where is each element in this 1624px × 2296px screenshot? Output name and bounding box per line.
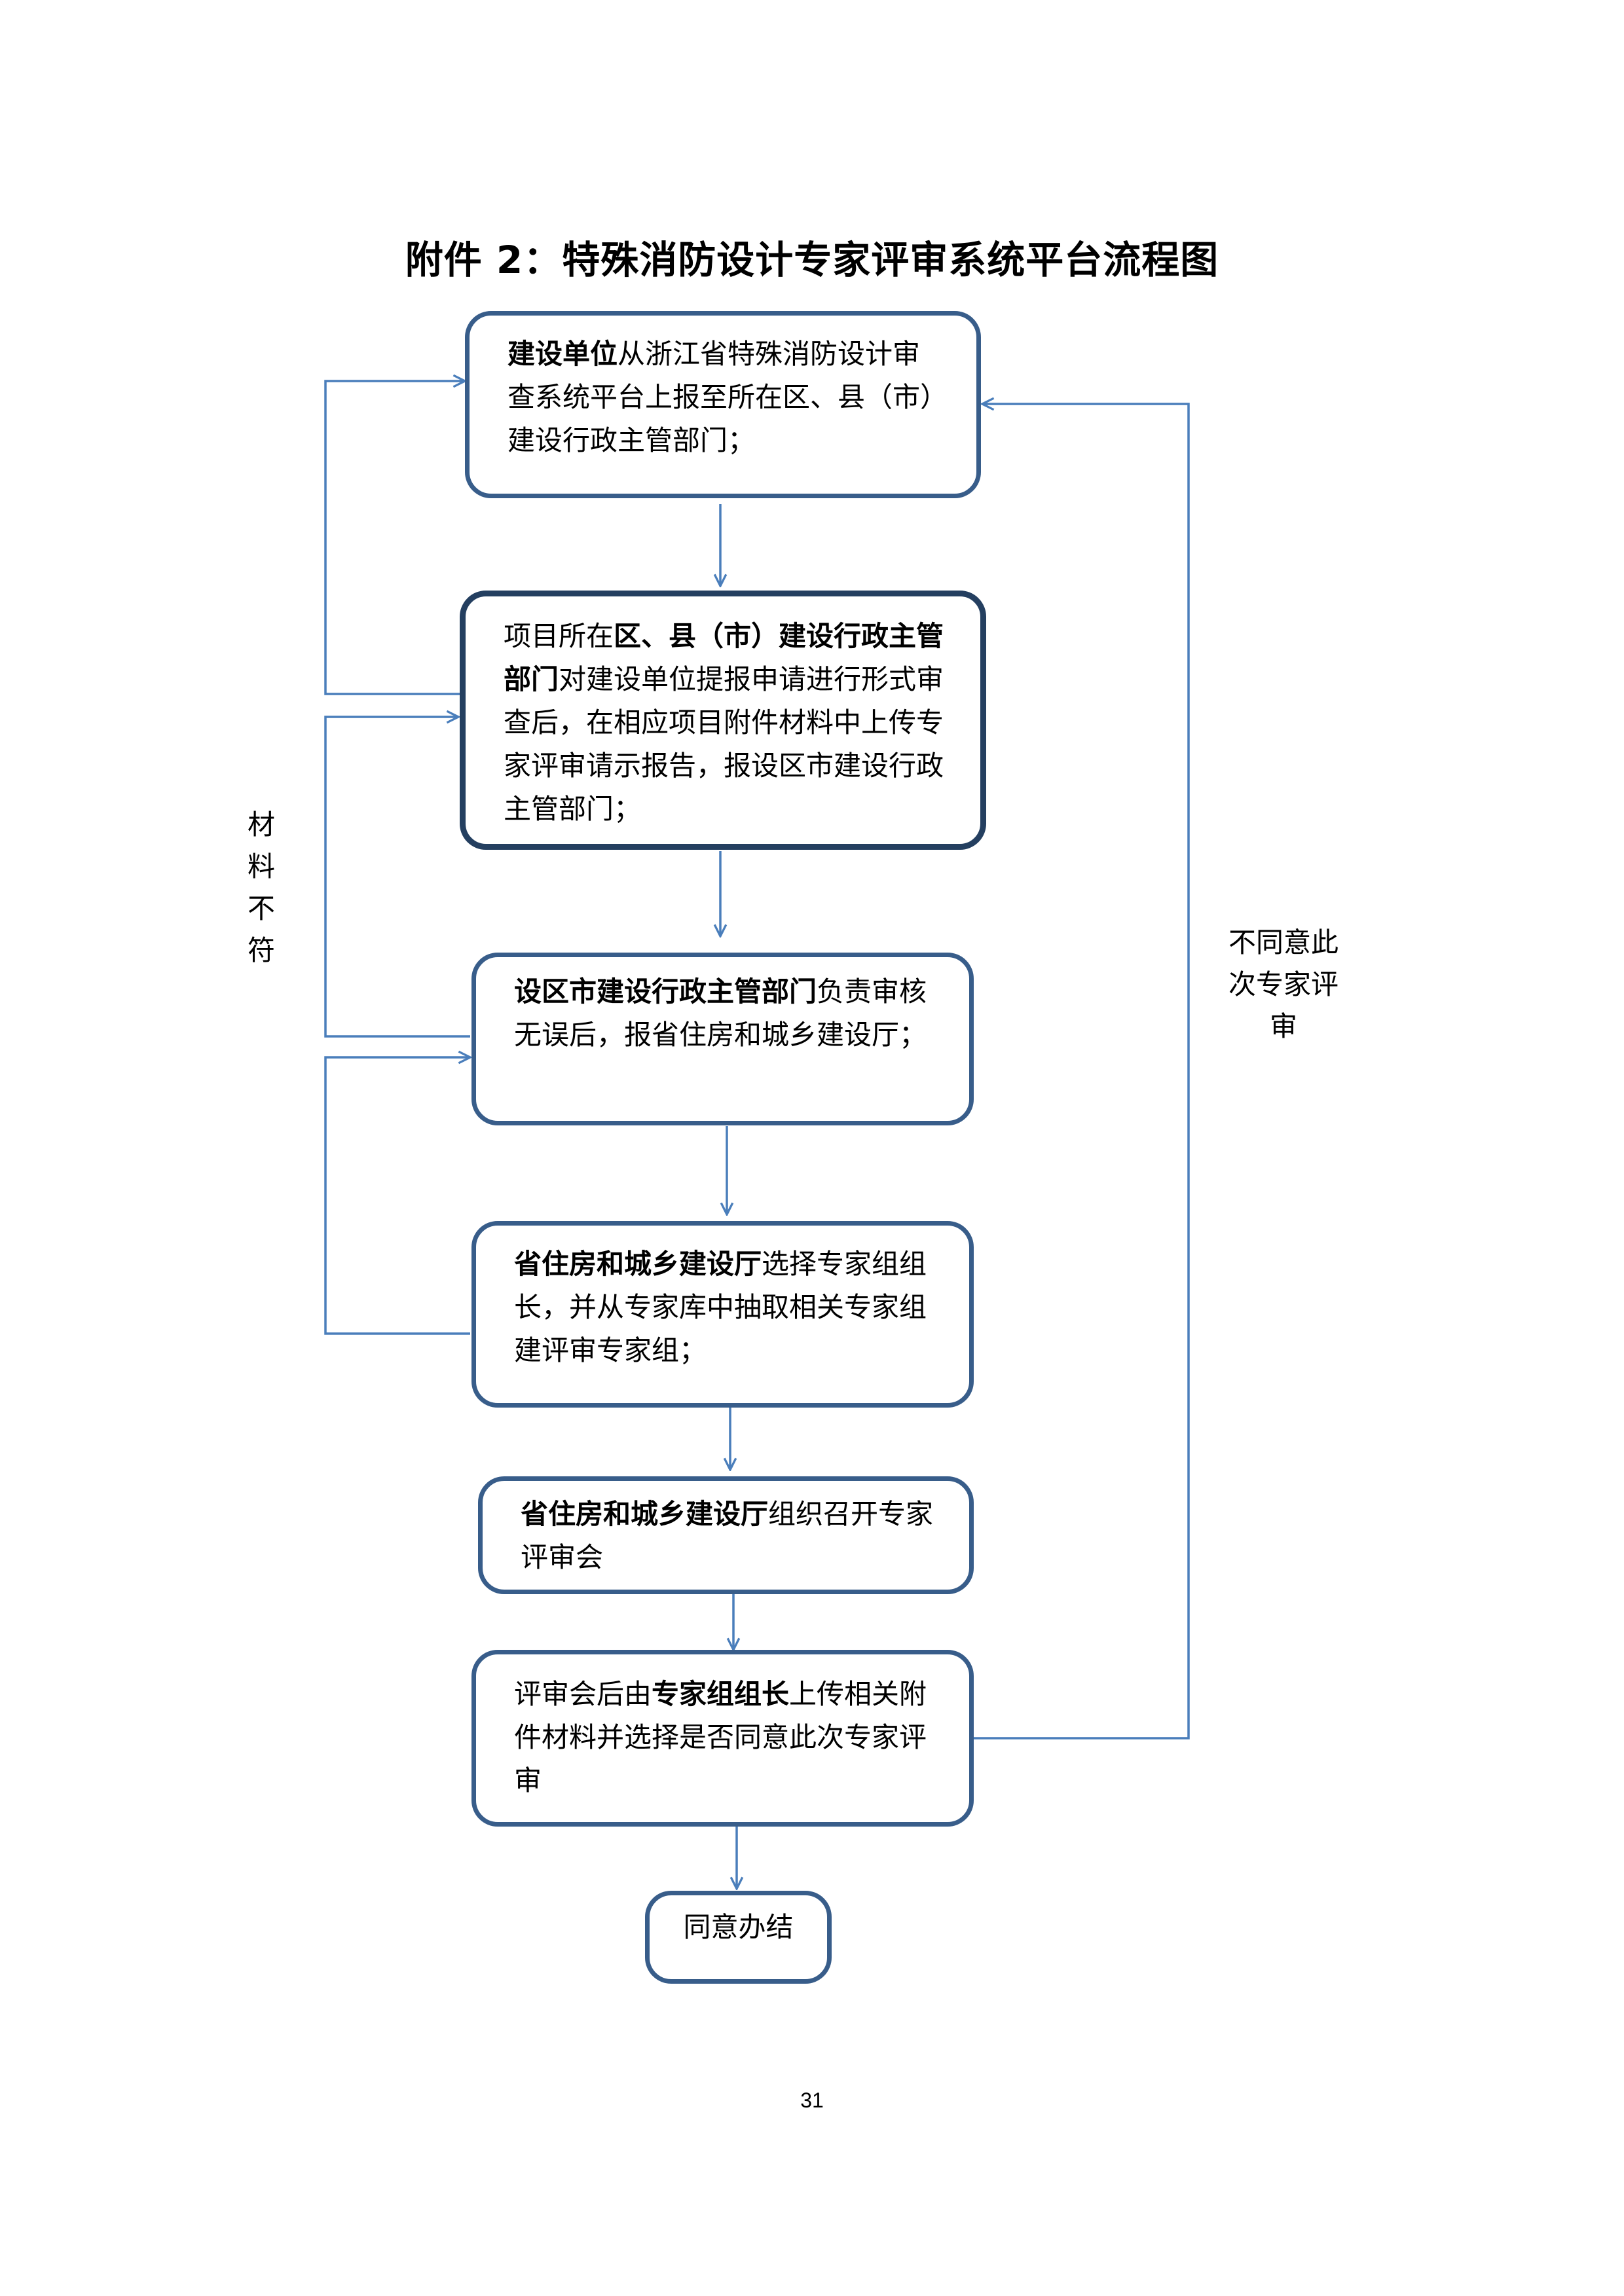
page-number: 31 [800,2088,824,2112]
step-2-text: 对建设单位提报申请进行形式审查后，在相应项目附件材料中上传专家评审请示报告，报设… [504,663,944,825]
step-5-box: 省住房和城乡建设厅组织召开专家评审会 [478,1476,974,1594]
step-2-lead: 项目所在 [504,620,614,652]
step-6-text: 上传相关附件材料并选择是否同意此次专家评审 [514,1678,927,1796]
step-2-bold: 区、县（市）建设行政主管部门 [504,620,944,695]
step-6-bold: 专家组组长 [652,1678,790,1710]
step-3-box: 设区市建设行政主管部门负责审核无误后，报省住房和城乡建设厅； [471,953,974,1125]
step-2-box: 项目所在区、县（市）建设行政主管部门对建设单位提报申请进行形式审查后，在相应项目… [460,591,986,850]
loop-step6-to-step1 [972,404,1190,1740]
step-5-bold: 省住房和城乡建设厅 [521,1498,769,1530]
step-3-text: 负责审核无误后，报省住房和城乡建设厅； [514,975,927,1051]
left-loop-label: 材料不符 [247,809,275,966]
loop-step3-to-step2 [324,717,470,1038]
step-4-text: 选择专家组组长，并从专家库中抽取相关专家组建评审专家组； [514,1248,927,1366]
step-6-lead: 评审会后由 [514,1678,652,1710]
loop-step2-to-step1 [324,381,465,695]
step-1-bold: 建设单位 [507,338,618,370]
loop-step4-to-step3 [324,1057,470,1335]
final-box: 同意办结 [645,1891,832,1984]
step-4-bold: 省住房和城乡建设厅 [514,1248,762,1280]
step-1-box: 建设单位从浙江省特殊消防设计审查系统平台上报至所在区、县（市）建设行政主管部门； [465,311,981,498]
right-loop-label: 不同意此次专家评审 [1228,926,1338,1042]
step-6-box: 评审会后由专家组组长上传相关附件材料并选择是否同意此次专家评审 [471,1650,974,1827]
step-3-bold: 设区市建设行政主管部门 [514,975,817,1008]
step-5-text: 组织召开专家评审会 [521,1498,934,1573]
step-4-box: 省住房和城乡建设厅选择专家组组长，并从专家库中抽取相关专家组建评审专家组； [471,1221,974,1408]
step-1-text: 从浙江省特殊消防设计审查系统平台上报至所在区、县（市）建设行政主管部门； [507,338,934,456]
final-text: 同意办结 [683,1911,794,1943]
page-title: 附件 2：特殊消防设计专家评审系统平台流程图 [405,238,1219,282]
